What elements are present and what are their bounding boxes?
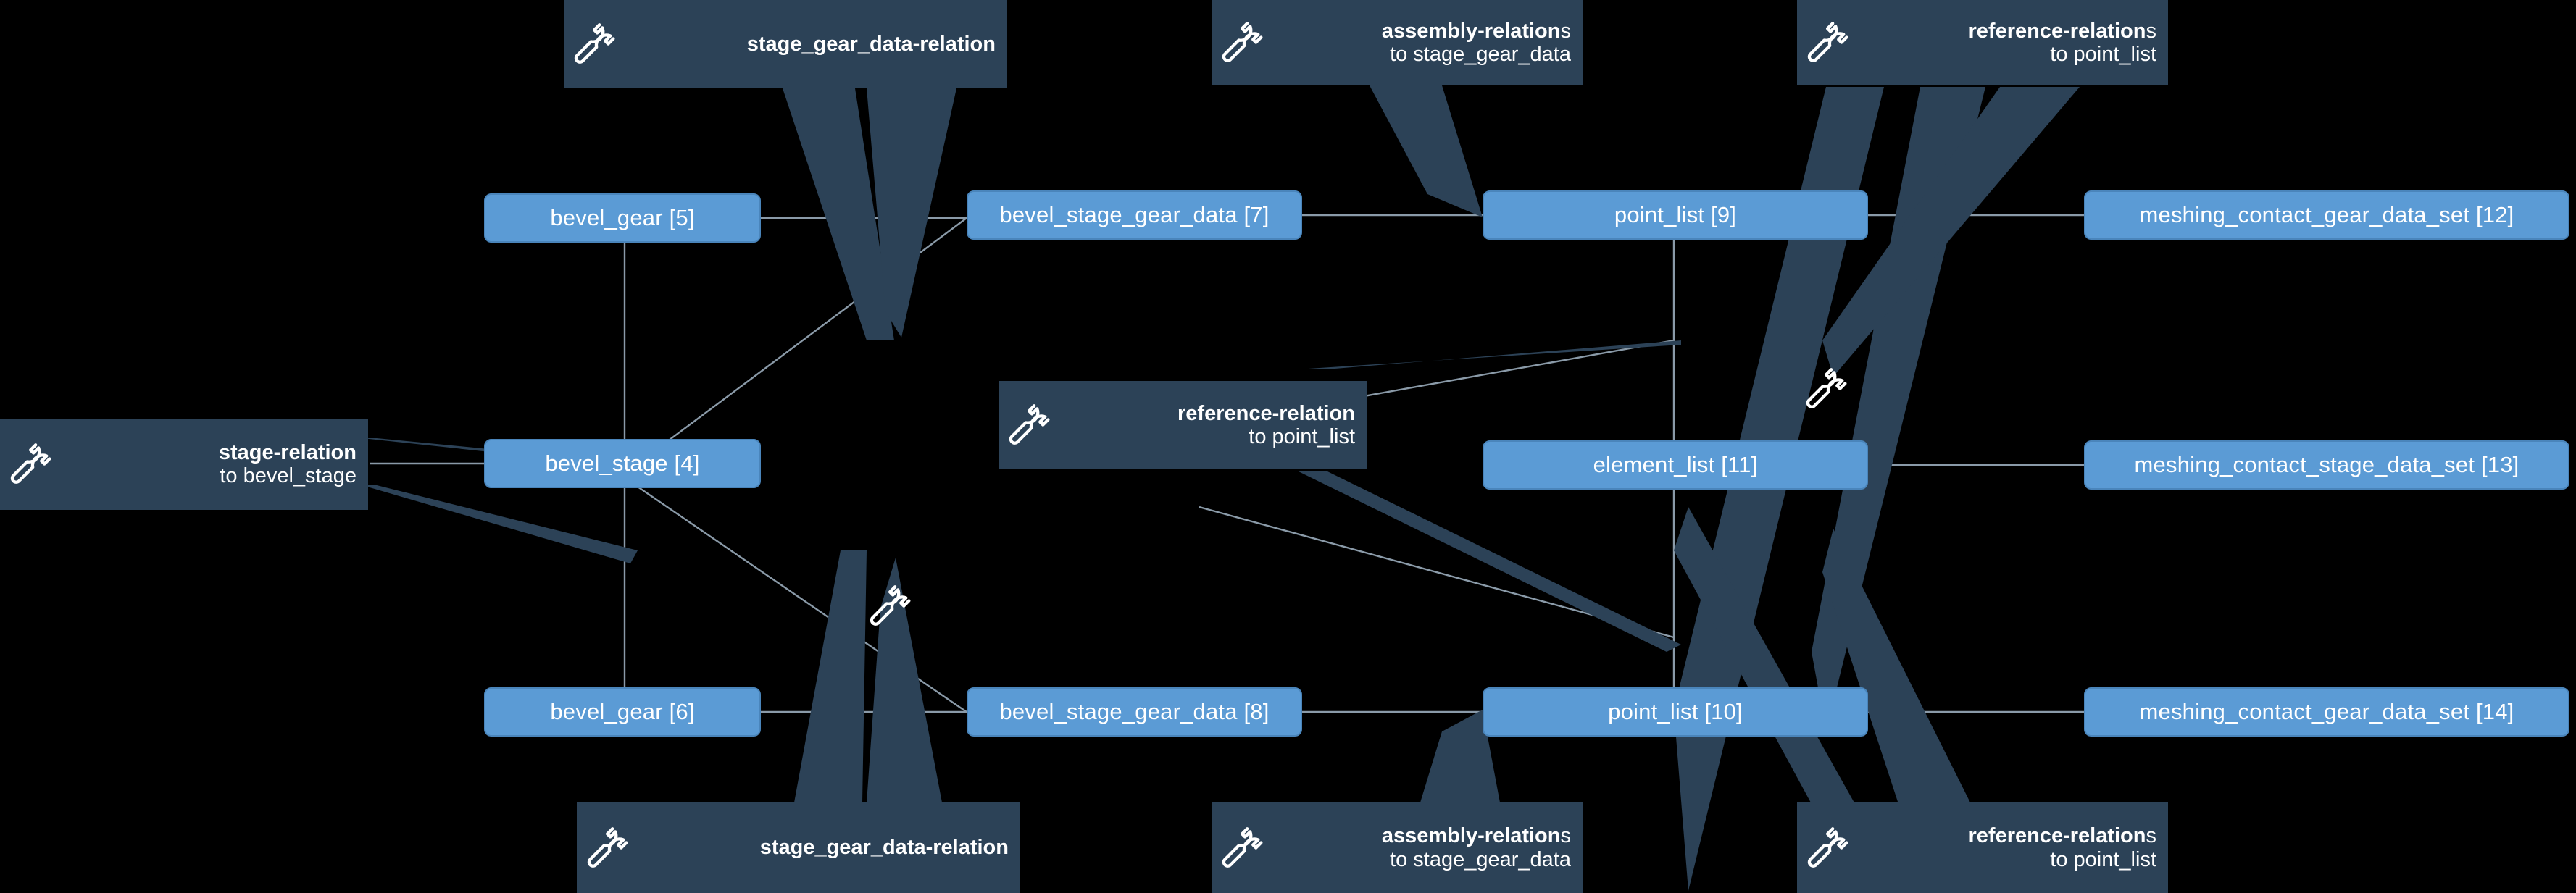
- beam-ref-bot-a: [1674, 507, 1855, 804]
- wrench-icon: [867, 583, 913, 629]
- node-bevel-gear-6[interactable]: bevel_gear [6]: [484, 687, 761, 737]
- beam-sgd-top-a: [783, 88, 894, 340]
- node-meshing-contact-stage-data-set-13[interactable]: meshing_contact_stage_data_set [13]: [2084, 440, 2569, 490]
- edge-bevelstage4-bsgd8: [637, 486, 967, 713]
- relation-title: reference-relations: [1968, 824, 2157, 848]
- relation-panel-reference-top[interactable]: reference-relations to point_list: [1797, 0, 2168, 85]
- relation-title: reference-relation: [1177, 401, 1355, 425]
- relation-subtitle: to point_list: [2050, 43, 2156, 66]
- relation-text: assembly-relations to stage_gear_data: [1275, 20, 1571, 67]
- relation-panel-assembly-top[interactable]: assembly-relations to stage_gear_data: [1212, 0, 1583, 85]
- relation-text: reference-relations to point_list: [1861, 824, 2157, 871]
- relation-text: stage-relation to bevel_stage: [64, 441, 357, 488]
- relation-panel-stage-gear-data-top[interactable]: stage_gear_data-relation: [564, 0, 1007, 88]
- relation-text: reference-relations to point_list: [1861, 19, 2157, 67]
- node-element-list-11[interactable]: element_list [11]: [1483, 440, 1868, 490]
- relation-panel-stage-left[interactable]: stage-relation to bevel_stage: [0, 419, 368, 510]
- relation-title: assembly-relations: [1381, 19, 1571, 43]
- beam-sgd-top-b: [867, 88, 956, 338]
- relation-title: assembly-relations: [1381, 824, 1571, 848]
- relation-text: stage_gear_data-relation: [641, 836, 1009, 859]
- relation-text: stage_gear_data-relation: [628, 33, 996, 56]
- relation-panel-stage-gear-data-bottom[interactable]: stage_gear_data-relation: [577, 802, 1020, 893]
- wrench-icon: [1804, 20, 1851, 66]
- relation-text: reference-relation to point_list: [1062, 402, 1355, 449]
- node-point-list-9[interactable]: point_list [9]: [1483, 190, 1868, 240]
- node-point-list-10[interactable]: point_list [10]: [1483, 687, 1868, 737]
- node-meshing-contact-gear-data-set-14[interactable]: meshing_contact_gear_data_set [14]: [2084, 687, 2569, 737]
- beam-asm-top: [1370, 85, 1483, 217]
- node-bevel-stage-gear-data-7[interactable]: bevel_stage_gear_data [7]: [967, 190, 1302, 240]
- beam-ref-bot-b: [1822, 529, 1971, 804]
- beam-stage-left-b: [362, 485, 638, 563]
- relation-subtitle: to bevel_stage: [220, 464, 357, 487]
- relation-panel-assembly-bottom[interactable]: assembly-relations to stage_gear_data: [1212, 802, 1583, 893]
- wrench-icon: [584, 825, 630, 871]
- wrench-icon: [7, 441, 54, 487]
- wrench-icon: [1804, 825, 1851, 871]
- node-bevel-gear-5[interactable]: bevel_gear [5]: [484, 193, 761, 243]
- relation-title: stage-relation: [218, 440, 357, 464]
- relation-title: reference-relations: [1968, 19, 2157, 43]
- beam-sgd-bot-a: [794, 550, 867, 802]
- beam-ref-mid-b: [1297, 471, 1681, 652]
- relation-subtitle: to stage_gear_data: [1390, 847, 1571, 871]
- relation-title: stage_gear_data-relation: [746, 32, 996, 56]
- wrench-icon: [571, 21, 617, 67]
- relation-title: stage_gear_data-relation: [759, 836, 1009, 860]
- relation-panel-reference-bottom[interactable]: reference-relations to point_list: [1797, 802, 2168, 893]
- wrench-icon: [1006, 402, 1052, 448]
- node-meshing-contact-gear-data-set-12[interactable]: meshing_contact_gear_data_set [12]: [2084, 190, 2569, 240]
- node-bevel-stage-gear-data-8[interactable]: bevel_stage_gear_data [8]: [967, 687, 1302, 737]
- relation-text: assembly-relations to stage_gear_data: [1275, 824, 1571, 871]
- beam-ref-mid-a: [1297, 340, 1681, 369]
- relation-subtitle: to stage_gear_data: [1390, 43, 1571, 66]
- wrench-icon: [1803, 366, 1849, 412]
- relation-subtitle: to point_list: [2050, 847, 2156, 871]
- wrench-icon: [1219, 20, 1265, 66]
- edge-refrelation-lower: [1199, 506, 1675, 639]
- node-bevel-stage-4[interactable]: bevel_stage [4]: [484, 439, 761, 488]
- relation-subtitle: to point_list: [1249, 425, 1355, 448]
- wrench-icon: [1219, 825, 1265, 871]
- relation-panel-reference-mid[interactable]: reference-relation to point_list: [999, 381, 1367, 469]
- edge-bevelstage4-bsgd7: [637, 217, 967, 464]
